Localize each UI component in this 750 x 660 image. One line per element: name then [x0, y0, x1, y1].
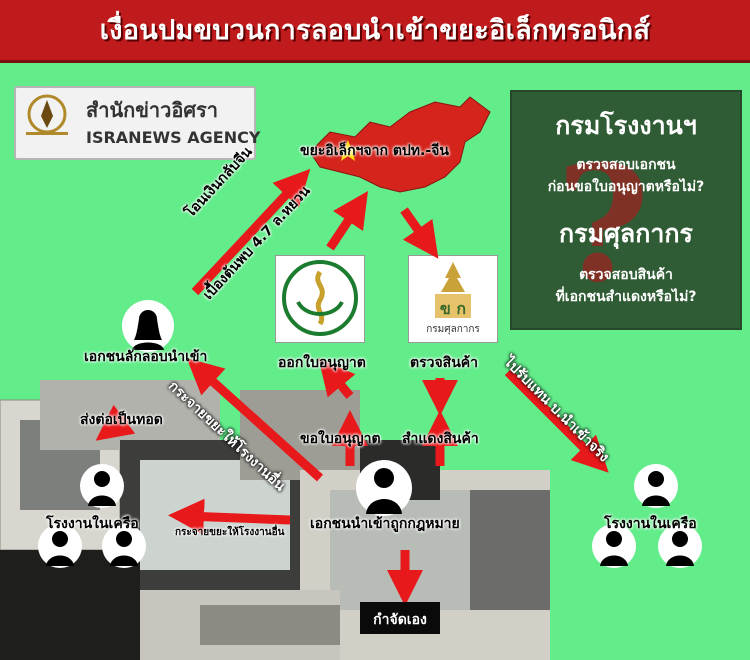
agency-name-english: ISRANEWS AGENCY [86, 128, 261, 147]
arrow-source-to-customs [400, 207, 439, 259]
arrow-spread-waste [186, 357, 324, 482]
network-right-person-1 [634, 464, 678, 508]
customs-seal-icon: ข ก [435, 262, 471, 318]
network-left-person-2 [38, 524, 82, 568]
dispose-label: กำจัดเอง [373, 612, 427, 628]
businessman-icon [88, 471, 116, 506]
request-permit-label: ขอใบอนุญาต [300, 431, 381, 447]
businessman-icon [642, 471, 670, 506]
legal-importer-label: เอกชนนำเข้าถูกกฎหมาย [310, 516, 460, 532]
industrial-works-seal-icon [282, 260, 358, 336]
businessman-icon [110, 531, 138, 566]
question-customs-line1: ตรวจสอบสินค้า [579, 267, 673, 283]
dispose-box: กำจัดเอง [360, 602, 440, 634]
inspect-goods-label: ตรวจสินค้า [410, 355, 479, 371]
smuggler-avatar [122, 300, 174, 352]
arrow-spread-small [168, 498, 291, 535]
businessman-icon [366, 468, 402, 514]
industrial-works-logo [275, 255, 365, 343]
question-mark-icon: ? [556, 130, 650, 318]
isranews-logo: สำนักข่าวอิศรา ISRANEWS AGENCY [14, 86, 260, 160]
network-right-label: โรงงานในเครือ [604, 516, 697, 532]
spread-waste-small-label: กระจายขยะให้โรงงานอื่น [175, 527, 285, 538]
network-left-label: โรงงานในเครือ [46, 516, 139, 532]
china-map-icon [309, 96, 491, 193]
network-right-person-2 [592, 524, 636, 568]
businessman-icon [46, 531, 74, 566]
network-left-person-3 [102, 524, 146, 568]
page-title: เงื่อนปมขบวนการลอบนำเข้าขยะอิเล็กทรอนิกส… [99, 15, 651, 46]
customs-logo-caption: กรมศุลกากร [426, 324, 480, 335]
smuggler-label: เอกชนลักลอบนำเข้า [84, 349, 208, 365]
ewaste-pile-image [0, 380, 550, 660]
title-bar: เงื่อนปมขบวนการลอบนำเข้าขยะอิเล็กทรอนิกส… [0, 0, 750, 63]
isranews-seal-icon [26, 94, 68, 135]
question-industrial-line1: ตรวจสอบเอกชน [576, 157, 676, 173]
businessman-icon [600, 531, 628, 566]
network-left-person-1 [80, 464, 124, 508]
woman-silhouette-icon [132, 310, 164, 350]
customs-logo: ข ก กรมศุลกากร [408, 255, 498, 343]
agency-name-thai: สำนักข่าวอิศรา [86, 98, 219, 122]
question-panel: ? กรมโรงงานฯ ตรวจสอบเอกชน ก่อนขอใบอนุญาต… [510, 90, 742, 330]
legal-importer-avatar [356, 460, 412, 516]
arrow-forward-down [95, 404, 136, 441]
arrow-money-back [191, 168, 311, 296]
issue-permit-label: ออกใบอนุญาต [278, 355, 366, 371]
question-customs-line2: ที่เอกชนสำแดงหรือไม่? [555, 289, 697, 305]
dept-customs-heading: กรมศุลกากร [559, 219, 693, 248]
businessman-icon [666, 531, 694, 566]
forward-down-label: ส่งต่อเป็นทอด [80, 412, 163, 428]
svg-text:ข ก: ข ก [440, 299, 466, 318]
source-label: ขยะอิเล็กฯจาก ตปท.-จีน [300, 143, 449, 159]
arrow-request-to-issue [318, 358, 356, 399]
dept-industrial-heading: กรมโรงงานฯ [555, 111, 697, 140]
declare-goods-label: สำแดงสินค้า [402, 431, 479, 447]
arrow-permit-to-source [326, 191, 368, 251]
question-industrial-line2: ก่อนขอใบอนุญาตหรือไม่? [547, 179, 705, 195]
arrow-proxy [504, 368, 609, 473]
network-right-person-3 [658, 524, 702, 568]
